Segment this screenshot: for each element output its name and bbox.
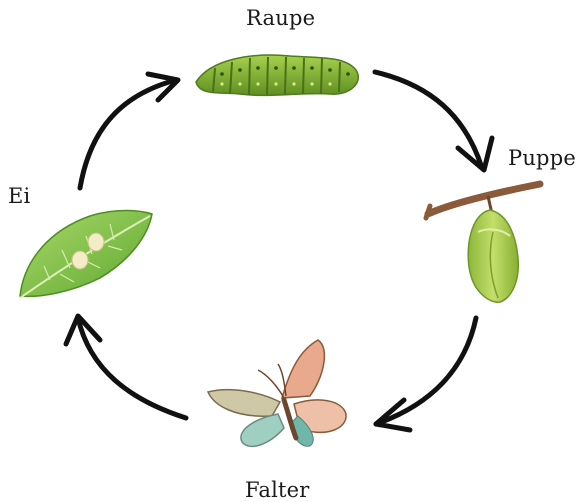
butterfly-illustration: [208, 340, 346, 446]
label-raupe: Raupe: [246, 6, 315, 30]
label-falter: Falter: [245, 478, 310, 502]
label-ei: Ei: [8, 184, 30, 208]
leaf-with-eggs-illustration: [20, 211, 152, 299]
chrysalis-illustration: [426, 184, 540, 302]
caterpillar-illustration: [196, 55, 358, 95]
label-puppe: Puppe: [508, 146, 576, 170]
